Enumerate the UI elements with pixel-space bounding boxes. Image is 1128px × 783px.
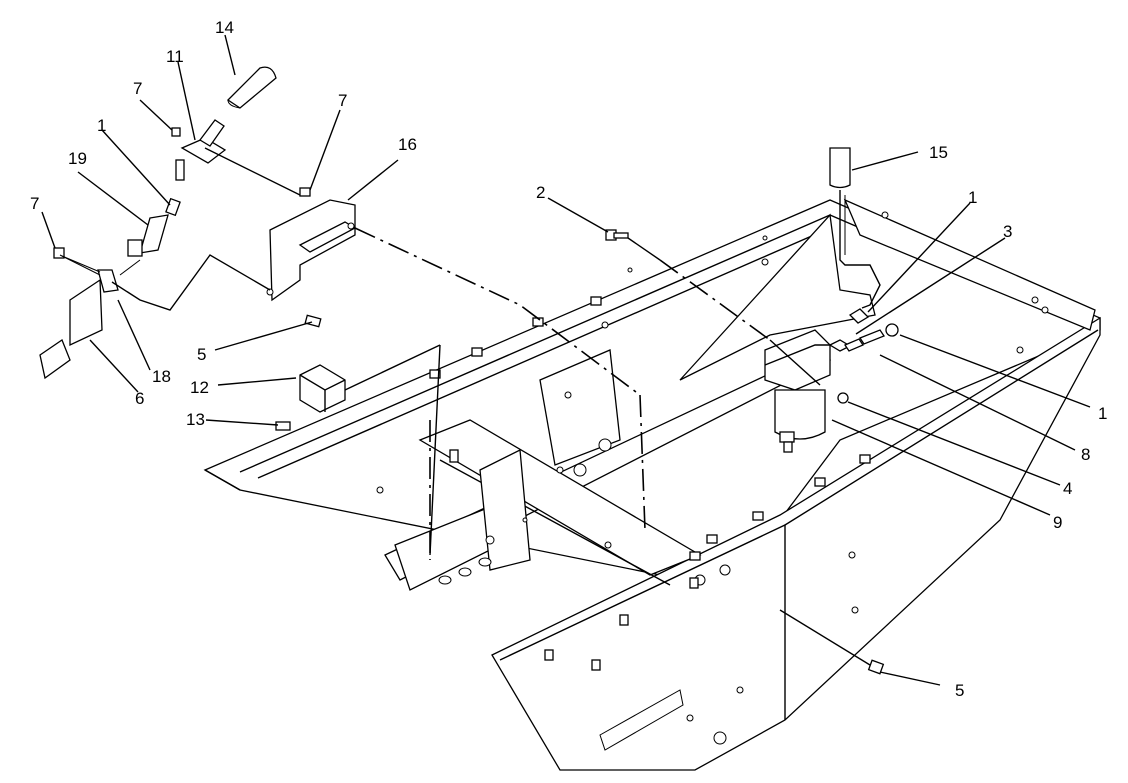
fittings <box>828 308 899 404</box>
callout-4: 4 <box>1063 479 1072 498</box>
callout-13: 13 <box>186 410 205 429</box>
chassis-frame <box>203 198 1101 771</box>
screw-5-lower <box>867 659 885 675</box>
callout-5: 5 <box>955 681 964 700</box>
callout-6: 6 <box>135 389 144 408</box>
callout-2: 2 <box>536 183 545 202</box>
callout-8: 8 <box>1081 445 1090 464</box>
callout-14: 14 <box>215 18 234 37</box>
assembly-lines <box>61 147 871 666</box>
callout-5: 5 <box>197 345 206 364</box>
callout-1: 1 <box>968 188 977 207</box>
callout-18: 18 <box>152 367 171 386</box>
callout-15: 15 <box>929 143 948 162</box>
callout-labels: 14 11 7 7 1 19 16 7 2 15 1 3 1 8 4 9 5 1… <box>30 18 1107 700</box>
screw-5-upper <box>304 314 322 328</box>
mount-block-12 <box>299 364 346 413</box>
filter-head-bracket <box>764 329 831 391</box>
callout-11: 11 <box>166 47 184 66</box>
callout-12: 12 <box>190 378 209 397</box>
callout-16: 16 <box>398 135 417 154</box>
screw-13 <box>275 421 291 431</box>
leader-lines <box>41 34 1091 686</box>
fuel-hose-14 <box>226 66 277 109</box>
fuel-line-15 <box>829 147 881 309</box>
callout-1: 1 <box>1098 404 1107 423</box>
callout-3: 3 <box>1003 222 1012 241</box>
callout-19: 19 <box>68 149 87 168</box>
bolt-2 <box>605 229 629 241</box>
callout-7: 7 <box>30 194 39 213</box>
callout-9: 9 <box>1053 513 1062 532</box>
fuel-filter-canister <box>774 389 826 453</box>
callout-7: 7 <box>338 91 347 110</box>
mounting-bracket-16 <box>266 187 357 302</box>
shutoff-valve-11 <box>171 119 227 181</box>
callout-1: 1 <box>97 116 106 135</box>
inline-filter-group <box>39 197 271 380</box>
callout-7: 7 <box>133 79 142 98</box>
